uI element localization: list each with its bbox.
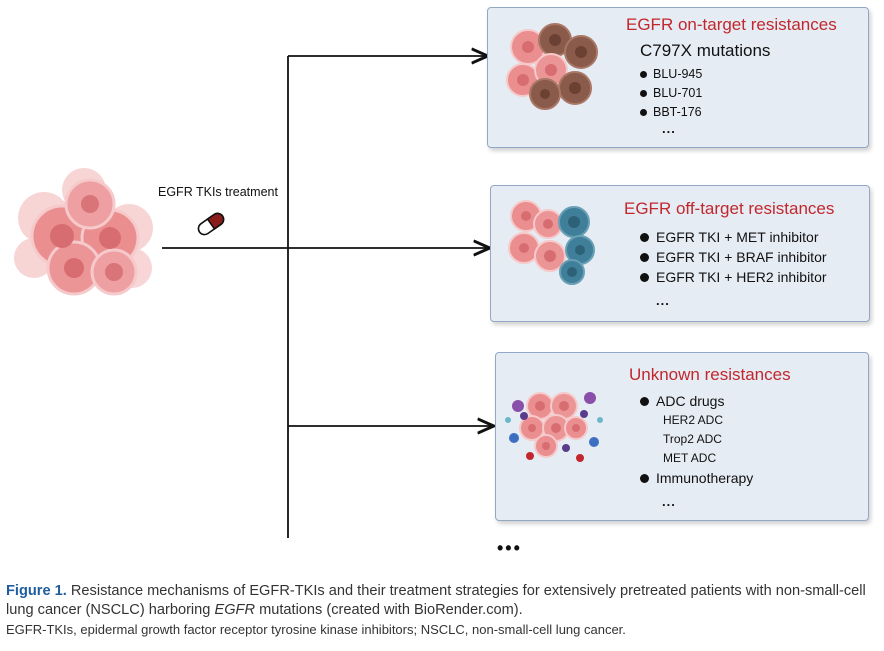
on-target-subtitle: C797X mutations — [640, 41, 771, 60]
bullet-icon — [640, 272, 649, 282]
unknown-ellipsis: ... — [662, 494, 676, 509]
tumor-cluster-icon — [14, 168, 153, 296]
more-indicator: ••• — [497, 538, 522, 558]
caption-italic: EGFR — [214, 602, 256, 618]
sub-list-item: HER2 ADC — [663, 413, 724, 427]
list-item: EGFR TKI + BRAF inhibitor — [640, 249, 827, 265]
bullet-icon — [640, 252, 649, 262]
off-target-ellipsis: ... — [656, 293, 670, 308]
list-item: EGFR TKI + MET inhibitor — [640, 229, 818, 245]
caption-text-end: mutations (created with BioRender.com). — [255, 602, 523, 618]
on-target-title: EGFR on-target resistances — [626, 15, 837, 34]
caption-text: Resistance mechanisms of EGFR-TKIs and t… — [6, 583, 866, 618]
list-item: BBT-176 — [640, 105, 702, 119]
unknown-title: Unknown resistances — [629, 365, 791, 384]
bullet-icon — [640, 108, 647, 116]
bullet-icon — [640, 89, 647, 97]
immune-microenvironment-icon — [505, 392, 603, 462]
figure-label: Figure 1. — [6, 583, 67, 599]
treatment-label: EGFR TKIs treatment — [158, 185, 278, 199]
bullet-icon — [640, 70, 647, 78]
sub-list-item: MET ADC — [663, 451, 717, 465]
off-target-title: EGFR off-target resistances — [624, 199, 835, 218]
list-item: BLU-945 — [640, 67, 702, 81]
bullet-icon — [640, 396, 649, 406]
sub-list-item: Trop2 ADC — [663, 432, 722, 446]
mixed-tumor-icon — [506, 23, 598, 110]
bullet-icon — [640, 232, 649, 242]
teal-tumor-icon — [508, 200, 595, 285]
list-item: ADC drugs — [640, 393, 724, 409]
caption-note: EGFR-TKIs, epidermal growth factor recep… — [6, 622, 626, 637]
list-item: BLU-701 — [640, 86, 702, 100]
figure-caption: Figure 1. Resistance mechanisms of EGFR-… — [6, 582, 878, 639]
list-item: Immunotherapy — [640, 470, 753, 486]
on-target-ellipsis: ... — [662, 121, 676, 136]
bullet-icon — [640, 473, 649, 483]
list-item: EGFR TKI + HER2 inhibitor — [640, 269, 827, 285]
pill-icon — [197, 212, 225, 236]
